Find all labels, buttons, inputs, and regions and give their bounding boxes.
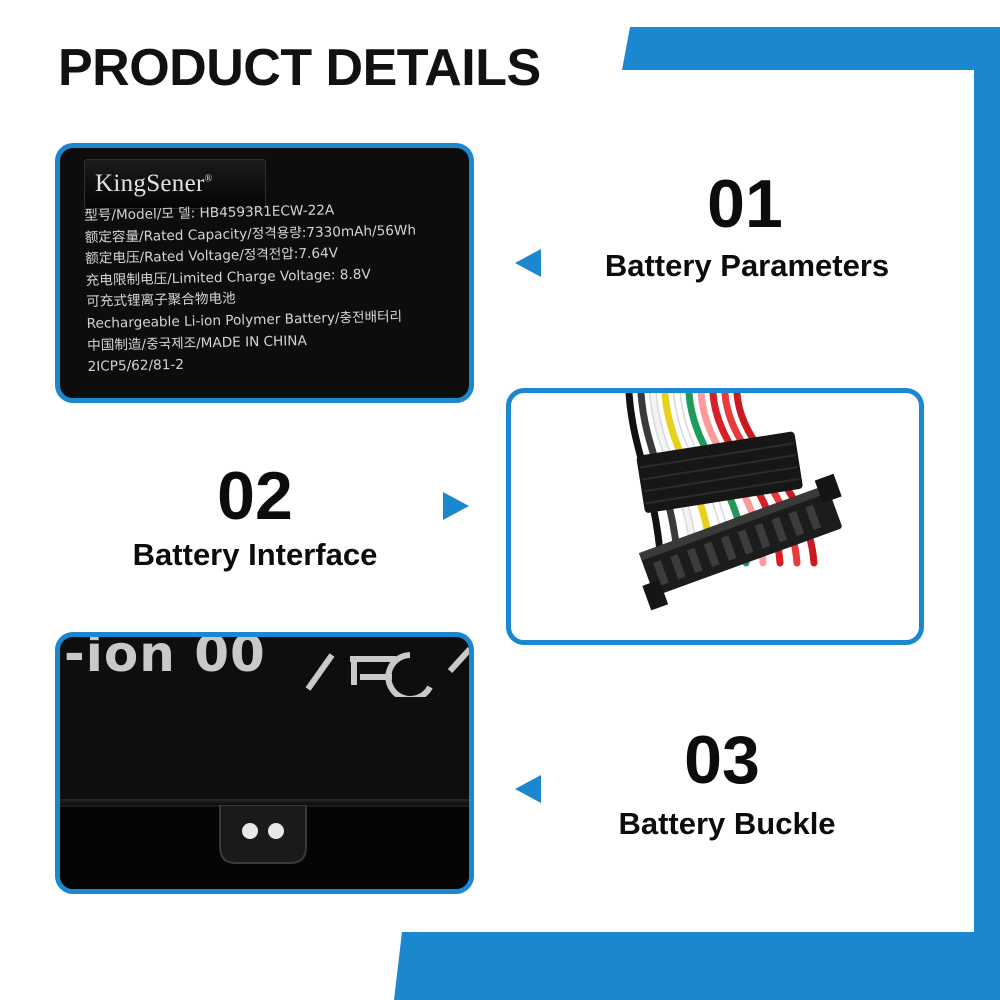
- feature-number-03: 03: [684, 722, 760, 798]
- buckle-hole-left: [242, 823, 258, 839]
- battery-print-text: -ion 00: [64, 632, 266, 683]
- connector-pin: [686, 547, 703, 574]
- connector-pin: [788, 510, 805, 537]
- cable-sleeve: [636, 431, 803, 513]
- brand-plate: KingSener®: [84, 159, 266, 209]
- connector-pin: [771, 517, 788, 543]
- buckle-tab: [219, 805, 307, 864]
- spec-list: 型号/Model/모 델: HB4593R1ECW-22A 额定容量/Rated…: [84, 197, 468, 378]
- connector-pin: [653, 560, 669, 586]
- battery-print-marks: [305, 646, 469, 697]
- feature-label-01: Battery Parameters: [604, 248, 890, 283]
- registered-mark: ®: [204, 173, 213, 185]
- pointer-right-icon: [443, 492, 469, 520]
- connector-pin: [703, 541, 720, 567]
- brand-logo: KingSener®: [95, 170, 213, 198]
- pointer-left-icon: [515, 249, 541, 277]
- feature-label-03: Battery Buckle: [618, 806, 836, 841]
- feature-number-01: 01: [707, 166, 783, 242]
- battery-connector-photo: [506, 388, 924, 645]
- connector-pin: [805, 504, 822, 530]
- connector-pins: [653, 504, 822, 586]
- pointer-left-icon: [515, 775, 541, 803]
- battery-edge: [60, 799, 469, 805]
- connector-pin: [754, 523, 771, 549]
- buckle-hole-right: [268, 823, 284, 839]
- connector-edge: [638, 484, 830, 561]
- brand-name: KingSener: [95, 170, 205, 197]
- connector-illustration: [625, 393, 842, 611]
- sleeve-texture: [639, 442, 800, 505]
- connector-pin: [720, 535, 737, 561]
- connector-pin: [737, 529, 754, 555]
- battery-label-photo: KingSener® 型号/Model/모 델: HB4593R1ECW-22A…: [55, 143, 474, 403]
- connector-pin: [670, 553, 686, 580]
- feature-label-02: Battery Interface: [132, 537, 378, 572]
- connector-latch-left: [642, 579, 669, 611]
- feature-number-02: 02: [217, 458, 293, 534]
- page-title: PRODUCT DETAILS: [58, 39, 541, 97]
- battery-buckle-photo: -ion 00: [55, 632, 474, 894]
- connector-latch-right: [814, 473, 842, 504]
